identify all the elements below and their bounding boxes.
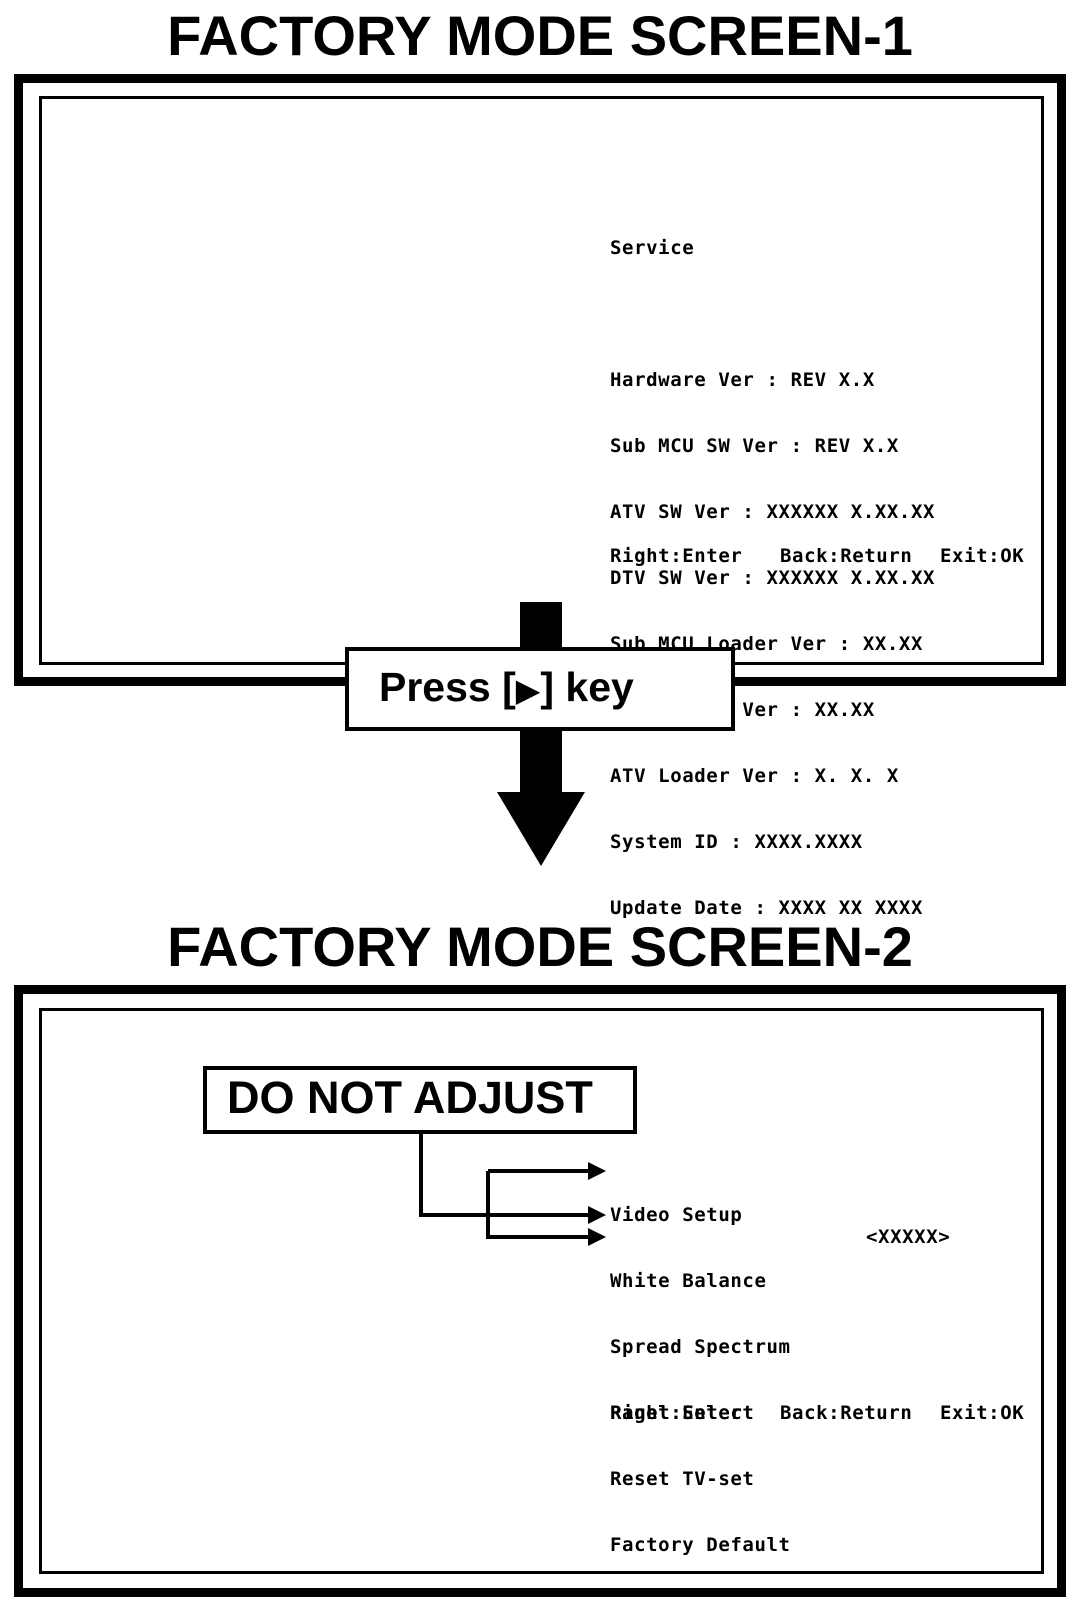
do-not-adjust-box: DO NOT ADJUST [203, 1066, 637, 1134]
connector-arrow-panel-select [588, 1228, 606, 1246]
screen1-footer-exit-ok: Exit:OK [940, 545, 1025, 567]
screen1-footer-back-return: Back:Return [780, 545, 913, 567]
press-label: Press [ [379, 664, 516, 710]
menu-item-spread-spectrum[interactable]: Spread Spectrum [610, 1336, 791, 1358]
connector-trunk [419, 1134, 592, 1217]
menu-item-white-balance[interactable]: White Balance [610, 1270, 767, 1292]
menu-item-panel-select[interactable]: Panel Select [610, 1402, 755, 1424]
menu-item-reset-tv-set[interactable]: Reset TV-set [610, 1468, 755, 1490]
down-arrow-head [497, 792, 585, 866]
connector-bracket [486, 1169, 592, 1239]
menu-item-video-setup[interactable]: Video Setup [610, 1204, 743, 1226]
press-suffix: ] key [540, 664, 634, 710]
screen1-service-heading: Service [610, 237, 695, 259]
info-atv-sw-ver: ATV SW Ver : XXXXXX X.XX.XX [610, 501, 936, 523]
screen2-title: FACTORY MODE SCREEN-2 [167, 915, 913, 978]
info-sub-mcu-sw-ver: Sub MCU SW Ver : REV X.X [610, 435, 899, 457]
screen1-title: FACTORY MODE SCREEN-1 [167, 4, 913, 67]
press-key-box: Press [▶] key [345, 647, 735, 731]
screen2-menu-list: Video Setup White Balance Spread Spectru… [610, 1160, 791, 1578]
screen1-footer-right-enter: Right:Enter [610, 545, 743, 567]
screen2-footer-back-return: Back:Return [780, 1402, 913, 1424]
connector-arrow-spread-spectrum [588, 1206, 606, 1224]
screen2-footer-exit-ok: Exit:OK [940, 1402, 1025, 1424]
panel-select-value: <XXXXX> [866, 1226, 951, 1248]
screen1-info-list: Hardware Ver : REV X.X Sub MCU SW Ver : … [610, 325, 935, 941]
info-dtv-sw-ver: DTV SW Ver : XXXXXX X.XX.XX [610, 567, 936, 589]
menu-item-factory-default[interactable]: Factory Default [610, 1534, 791, 1556]
screen2-footer-right-enter: Right:Enter [610, 1402, 743, 1424]
info-atv-loader-ver: ATV Loader Ver : X. X. X [610, 765, 899, 787]
info-system-id: System ID : XXXX.XXXX [610, 831, 863, 853]
play-key-icon: ▶ [515, 671, 541, 709]
connector-arrow-video-setup [588, 1162, 606, 1180]
info-hardware-ver: Hardware Ver : REV X.X [610, 369, 875, 391]
info-update-date: Update Date : XXXX XX XXXX [610, 897, 924, 919]
